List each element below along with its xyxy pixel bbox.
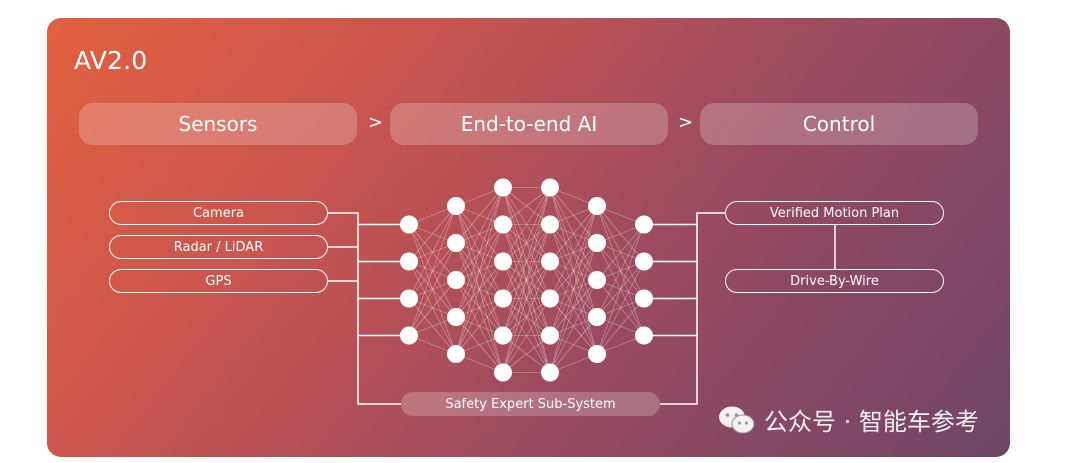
network-node <box>635 289 653 308</box>
network-node <box>635 326 653 345</box>
av2-card: AV2.0 Sensors > End-to-end AI > Control … <box>47 18 1010 457</box>
connector-line <box>696 212 725 336</box>
wechat-icon <box>719 406 755 433</box>
network-node <box>588 197 606 215</box>
input-camera: Camera <box>109 201 328 225</box>
network-node <box>400 252 418 271</box>
input-gps: GPS <box>109 269 328 293</box>
output-verified-motion-plan: Verified Motion Plan <box>725 201 944 225</box>
network-node <box>494 252 512 271</box>
network-node <box>400 326 418 345</box>
watermark-text: 公众号 · 智能车参考 <box>764 408 979 436</box>
neural-network-diagram <box>328 178 836 405</box>
network-node <box>635 252 653 271</box>
network-node <box>494 178 512 197</box>
chevron-right-icon: > <box>368 112 384 133</box>
network-node <box>588 345 606 363</box>
network-node <box>541 363 559 382</box>
stage-end-to-end-ai: End-to-end AI <box>390 103 668 145</box>
network-node <box>541 289 559 308</box>
chevron-right-icon: > <box>678 112 694 133</box>
network-node <box>400 215 418 234</box>
network-node <box>447 308 465 326</box>
network-node <box>541 252 559 271</box>
network-node <box>494 326 512 345</box>
watermark: 公众号 · 智能车参考 <box>718 402 979 437</box>
network-node <box>447 345 465 363</box>
network-node <box>494 215 512 234</box>
network-node <box>494 363 512 382</box>
network-node <box>588 308 606 326</box>
connector-line <box>328 212 359 336</box>
network-node <box>400 289 418 308</box>
network-node <box>588 234 606 252</box>
network-node <box>541 215 559 234</box>
network-node <box>588 271 606 289</box>
stage-sensors: Sensors <box>79 103 357 145</box>
connector-line <box>357 335 401 405</box>
safety-expert-subsystem: Safety Expert Sub-System <box>401 392 660 416</box>
network-node <box>447 271 465 289</box>
diagram-title: AV2.0 <box>74 46 148 75</box>
input-radar-lidar: Radar / LiDAR <box>109 235 328 259</box>
network-node <box>494 289 512 308</box>
stage-control: Control <box>700 103 978 145</box>
network-node <box>541 326 559 345</box>
network-node <box>635 215 653 234</box>
network-node <box>447 197 465 215</box>
output-drive-by-wire: Drive-By-Wire <box>725 269 944 293</box>
network-node <box>447 234 465 252</box>
network-node <box>541 178 559 197</box>
connector-line <box>660 335 698 405</box>
